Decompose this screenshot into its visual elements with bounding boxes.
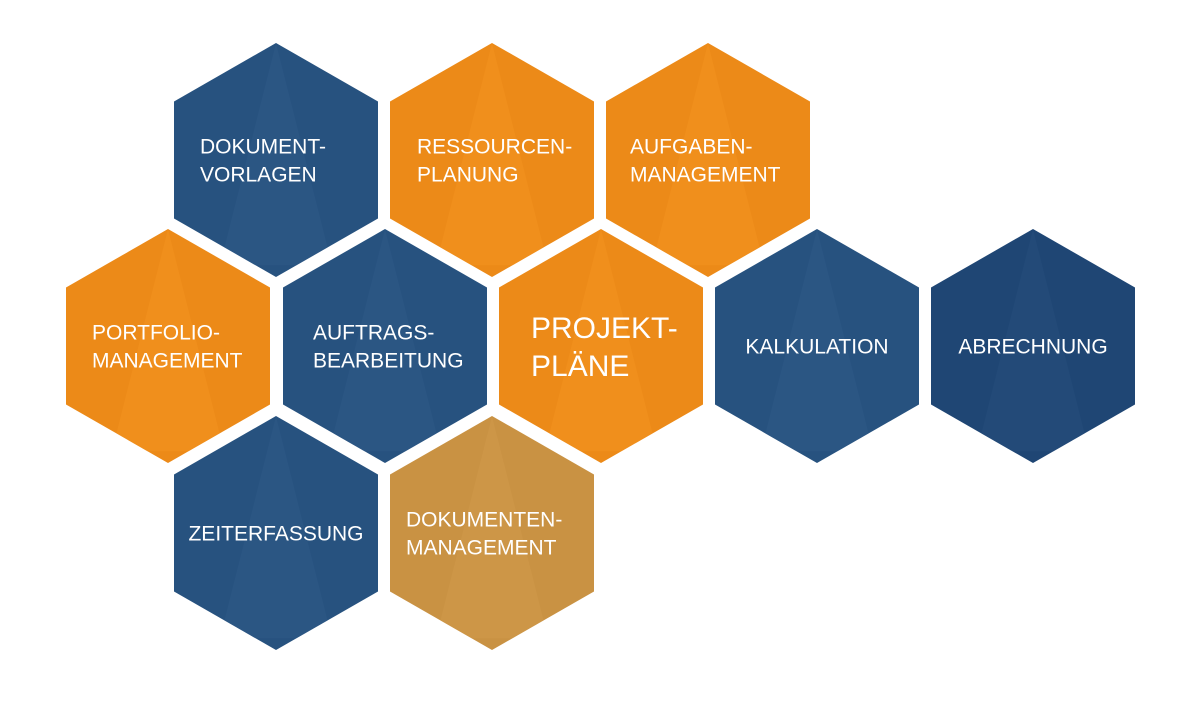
hexagon-label-line: MANAGEMENT: [630, 164, 781, 187]
hexagon-label-line: PLÄNE: [531, 350, 629, 383]
hexagon-shape: [931, 229, 1135, 463]
hexagon-facet: [544, 229, 658, 452]
hexagon-label-line: MANAGEMENT: [92, 350, 243, 373]
hexagon-label-line: PLANUNG: [417, 164, 519, 187]
hexagon-label-line: DOKUMENT-: [200, 136, 326, 159]
hexagon-facet: [328, 229, 442, 452]
hexagon-shape: [390, 43, 594, 277]
hexagon-label-line: VORLAGEN: [200, 164, 317, 187]
hexagon-kalkulation: KALKULATION: [715, 229, 919, 463]
hexagon-shape: [174, 416, 378, 650]
hexagon-label-line: ABRECHNUNG: [958, 336, 1107, 359]
hexagon-facet: [435, 416, 549, 639]
hexagon-projekt-plaene: PROJEKT- PLÄNE: [499, 229, 703, 463]
hexagon-facet: [219, 43, 333, 266]
hexagon-dokument-vorlagen: DOKUMENT- VORLAGEN: [174, 43, 378, 277]
hexagon-auftrags-bearbeitung: AUFTRAGS- BEARBEITUNG: [283, 229, 487, 463]
hexagon-shape: [66, 229, 270, 463]
hexagon-label-line: BEARBEITUNG: [313, 350, 464, 373]
hexagon-shape: [499, 229, 703, 463]
hexagon-dokumenten-management: DOKUMENTEN- MANAGEMENT: [390, 416, 594, 650]
hexagon-shape: [715, 229, 919, 463]
hexagon-label-line: AUFTRAGS-: [313, 322, 434, 345]
hexagon-label-line: KALKULATION: [745, 336, 888, 359]
hexagon-facet: [651, 43, 765, 266]
hexagon-facet: [111, 229, 225, 452]
hexagon-label-line: AUFGABEN-: [630, 136, 753, 159]
hexagon-label-line: DOKUMENTEN-: [406, 509, 562, 532]
hexagon-shape: [283, 229, 487, 463]
hexagon-zeiterfassung: ZEITERFASSUNG: [174, 416, 378, 650]
hexagon-ressourcen-planung: RESSOURCEN- PLANUNG: [390, 43, 594, 277]
hexagon-shape: [174, 43, 378, 277]
hexagon-facet: [219, 416, 333, 639]
hexagon-label-line: RESSOURCEN-: [417, 136, 572, 159]
hexagon-facet: [976, 229, 1090, 452]
hexagon-facet: [435, 43, 549, 266]
hexagon-shape: [390, 416, 594, 650]
hexagon-shape: [606, 43, 810, 277]
hexagon-facet: [760, 229, 874, 452]
hexagon-label-line: PROJEKT-: [531, 312, 678, 345]
hexagon-portfolio-management: PORTFOLIO- MANAGEMENT: [66, 229, 270, 463]
hexagon-label-line: MANAGEMENT: [406, 537, 557, 560]
hexagon-abrechnung: ABRECHNUNG: [931, 229, 1135, 463]
hexagon-label-line: ZEITERFASSUNG: [188, 523, 363, 546]
hexagon-label-line: PORTFOLIO-: [92, 322, 220, 345]
hexagon-aufgaben-management: AUFGABEN- MANAGEMENT: [606, 43, 810, 277]
